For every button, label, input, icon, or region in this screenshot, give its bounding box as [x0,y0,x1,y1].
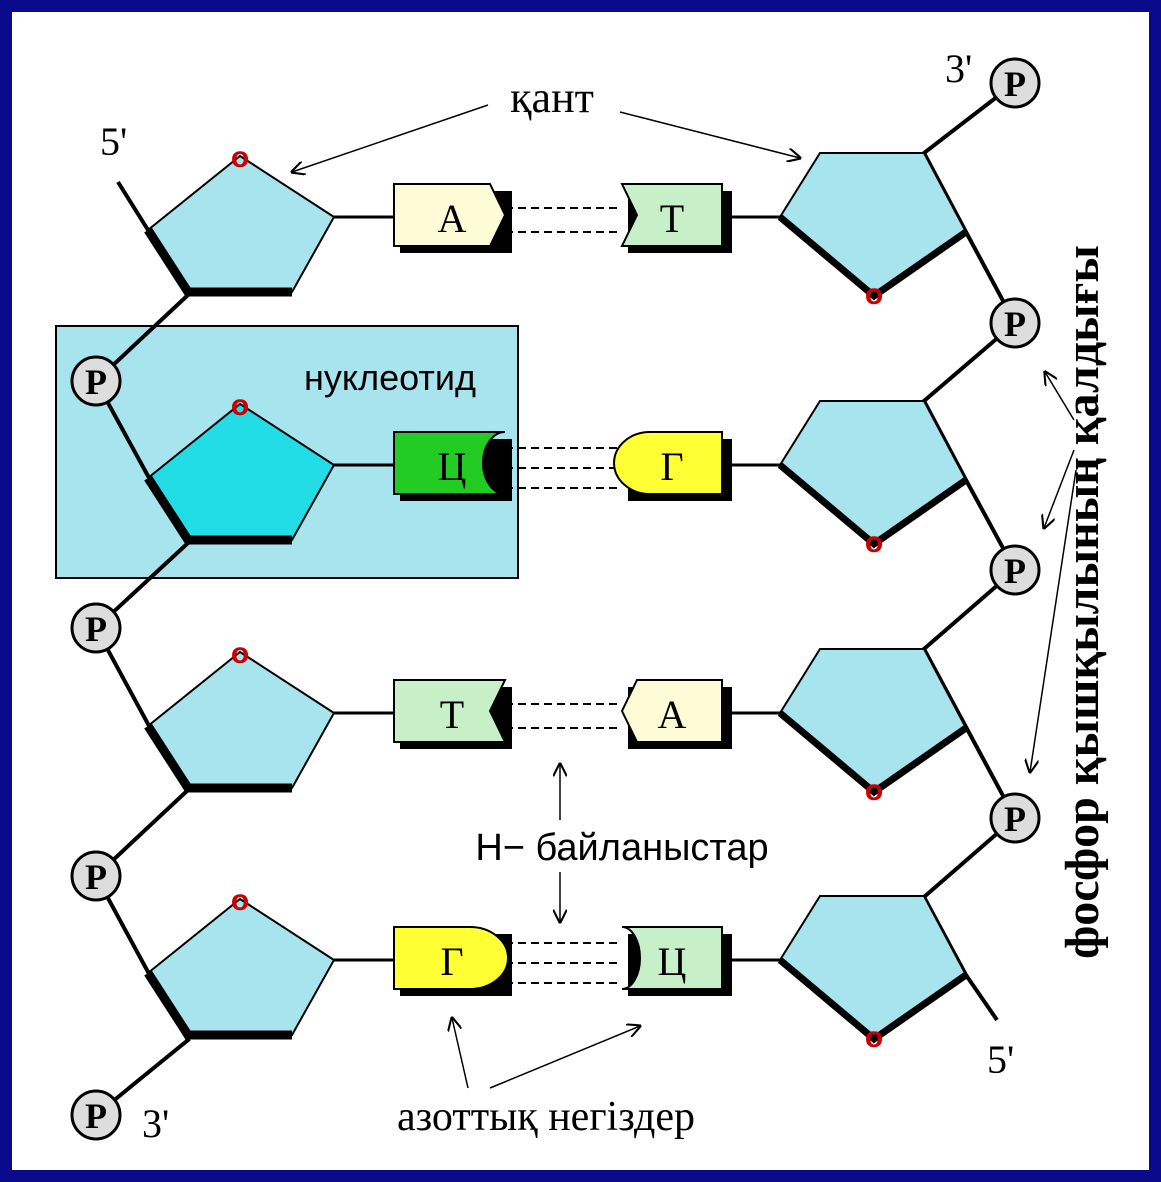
right-phosphate [989,297,1041,349]
left-base [393,679,507,743]
left-strand-bottom-end-label: 3' [142,1101,169,1146]
bases-label: азоттық негіздер [397,1094,695,1140]
phosphate-residue-label: фосфор қышқылының қалдығы [1056,245,1109,959]
right-phosphate [989,792,1041,844]
left-phosphate [70,1089,122,1141]
right-phosphate-label: P [1004,64,1026,104]
sugar-group: o o o o o o o o [144,141,968,1054]
sugar-arrow-left [292,104,489,172]
bases-arrow-right [489,1026,640,1089]
nucleotide-label: нуклеотид [304,357,476,398]
right-ring-oxygen: o [865,526,883,559]
bases-arrow-left [452,1018,469,1089]
right-base-label: T [660,196,684,241]
right-base [621,926,723,990]
right-phosphate-label: P [1004,551,1026,591]
right-base [620,679,723,743]
left-ring-oxygen: o [231,389,249,422]
right-base [620,183,723,247]
left-base [393,431,506,495]
phosphate-group: P P P P P P P P [70,57,1041,1141]
phosphate-arrow-1 [1045,372,1075,421]
left-phosphate [70,355,122,407]
left-ring-oxygen: o [231,637,249,670]
right-base-label: A [658,692,687,737]
left-base-label: Г [440,939,463,984]
sugar-label: қант [510,73,594,122]
right-sugar-edge [777,462,968,549]
left-sugar-edge [144,970,292,1040]
right-phosphate [989,57,1041,109]
left-base-label: T [440,692,464,737]
left-base-label: Ц [438,444,467,489]
left-phosphate-label: P [85,609,107,649]
left-base-label: A [438,196,467,241]
left-ring-oxygen: o [231,141,249,174]
left-base [393,926,509,990]
left-base [393,183,507,247]
left-strand-top-end-label: 5' [100,119,127,164]
right-sugar-edge [777,957,968,1044]
left-phosphate-label: P [85,1096,107,1136]
phosphate-arrow-2 [1044,449,1075,528]
left-phosphate [70,602,122,654]
sugar-arrow-right [619,111,800,158]
left-sugar-edge [144,723,292,793]
base-group: A T Ц Г T A Г Ц [334,183,780,996]
right-phosphate [989,544,1041,596]
phosphate-arrow-3 [1030,469,1077,772]
right-sugar-edge [777,214,968,301]
left-sugar-edge [144,227,292,297]
left-phosphate [70,850,122,902]
left-phosphate-label: P [85,362,107,402]
right-phosphate-label: P [1004,799,1026,839]
right-base [613,431,723,495]
left-ring-oxygen: o [231,884,249,917]
right-base-label: Г [660,444,683,489]
right-strand-top-end-label: 3' [945,46,972,91]
left-phosphate-label: P [85,857,107,897]
right-ring-oxygen: o [865,1021,883,1054]
right-phosphate-label: P [1004,304,1026,344]
h-bonds-label: H− байланыстар [475,827,768,869]
right-base-label: Ц [658,939,687,984]
right-strand-bottom-end-label: 5' [987,1037,1014,1082]
right-sugar-edge [777,710,968,797]
right-ring-oxygen: o [865,278,883,311]
left-sugar-edge [144,475,292,545]
right-ring-oxygen: o [865,774,883,807]
